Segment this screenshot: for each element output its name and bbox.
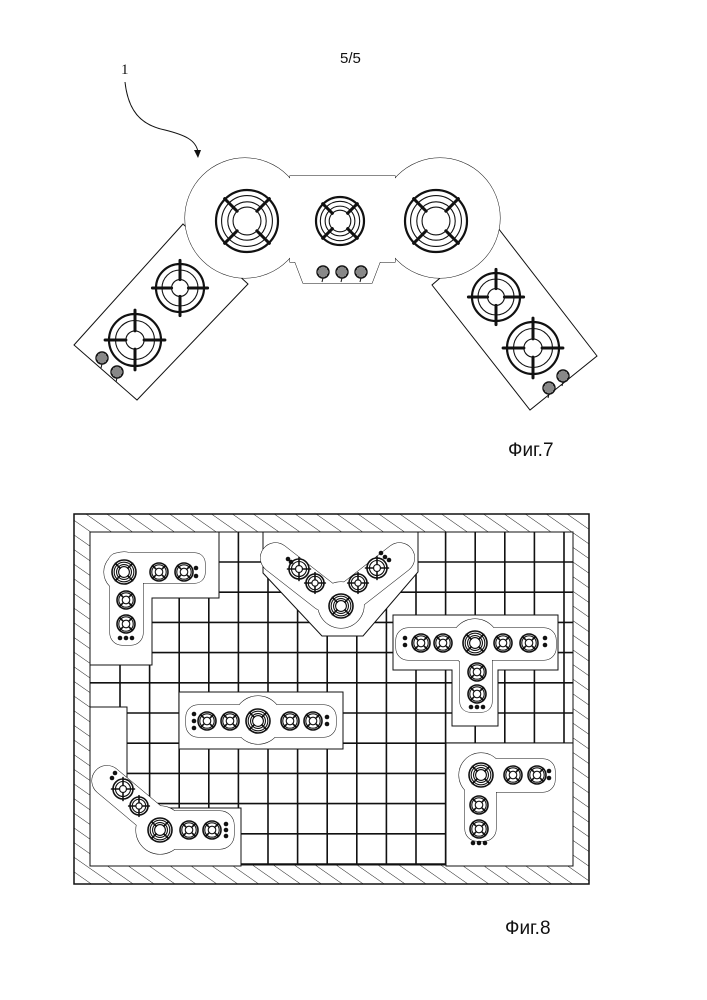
cooktop-outline (185, 158, 500, 283)
figure-7-caption: Фиг.7 (508, 440, 554, 462)
page-number: 5/5 (340, 50, 361, 67)
arrowhead-icon (194, 150, 201, 158)
reference-numeral: 1 (121, 62, 129, 79)
figure-8-caption: Фиг.8 (505, 918, 551, 940)
leader-line (125, 82, 198, 152)
figure-8-kitchen-layout (74, 514, 589, 884)
figure-7-modular-cooktop (74, 82, 597, 410)
